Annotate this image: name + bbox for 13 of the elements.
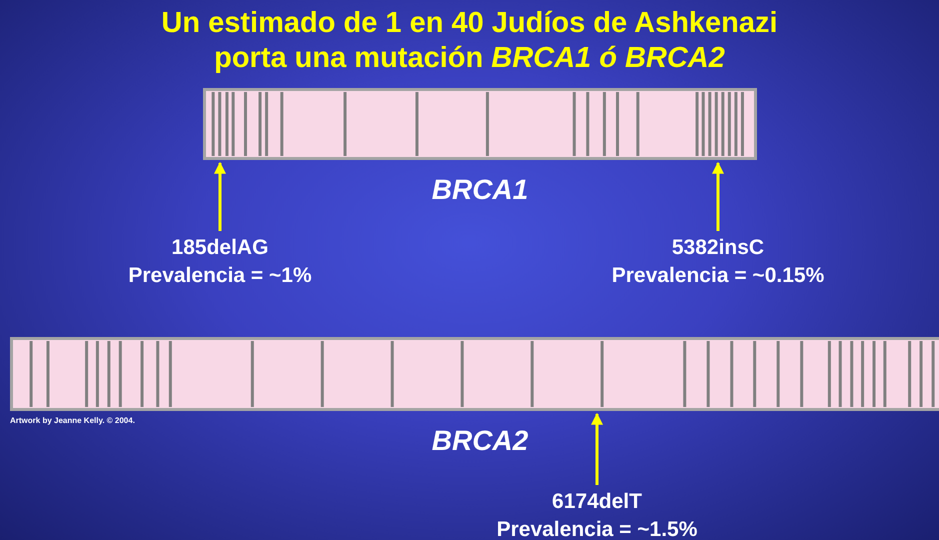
prevalence-text: Prevalencia = ~0.15% <box>610 263 826 289</box>
arrow <box>591 412 603 485</box>
mutation-name: 6174delT <box>551 489 643 515</box>
slide-title: Un estimado de 1 en 40 Judíos de Ashkenazi porta una mutación BRCA1 ó BRCA2 <box>160 6 779 76</box>
gene-name: BRCA1 <box>432 174 528 206</box>
mutation-name: 5382insC <box>670 235 766 261</box>
gene-name: BRCA2 <box>432 425 528 457</box>
prevalence-text: Prevalencia = ~1% <box>127 263 313 289</box>
arrow <box>214 162 226 231</box>
mutation-name: 185delAG <box>170 235 270 261</box>
prevalence-text: Prevalencia = ~1.5% <box>496 517 698 540</box>
arrow <box>712 162 724 231</box>
credit-note: Artwork by Jeanne Kelly. © 2004. <box>10 416 135 425</box>
